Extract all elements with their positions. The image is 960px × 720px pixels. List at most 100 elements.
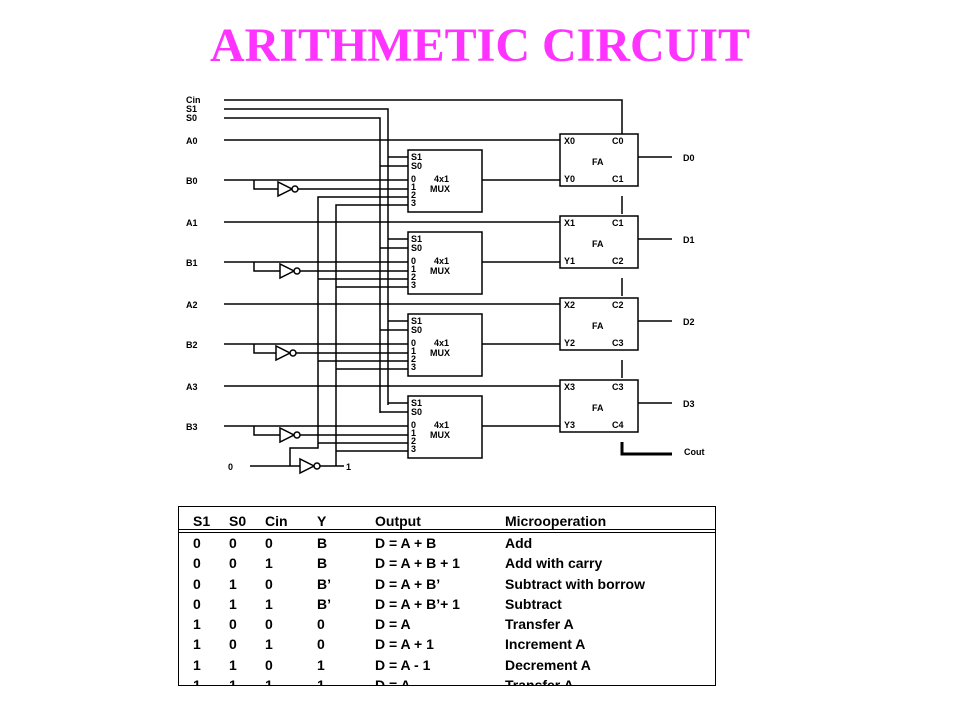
table-cell: 1	[193, 616, 201, 633]
svg-text:C4: C4	[612, 420, 624, 430]
select-taps	[380, 156, 408, 413]
table-cell: D = A	[375, 677, 411, 686]
table-cell: 0	[193, 595, 201, 612]
output-d1: D1	[683, 235, 695, 245]
svg-text:S0: S0	[411, 407, 422, 417]
table-cell: 1	[193, 677, 201, 686]
svg-text:1: 1	[411, 264, 416, 274]
carry-and-output-wires	[620, 156, 672, 456]
fa-block-0: X0 Y0 C0 C1 FA D0	[559, 133, 695, 187]
output-d3: D3	[683, 399, 695, 409]
table-cell: 1	[193, 656, 201, 673]
table-cell: 0	[193, 575, 201, 592]
mux-block-0: S1 S0 0 1 2 3 4x1 MUX	[407, 149, 483, 213]
output-d0: D0	[683, 153, 695, 163]
table-cell: 0	[317, 616, 325, 633]
svg-text:S1: S1	[411, 398, 422, 408]
mux-block-2: S1 S0 0 1 2 3 4x1 MUX	[407, 313, 483, 377]
svg-text:C0: C0	[612, 136, 624, 146]
svg-text:X0: X0	[564, 136, 575, 146]
table-cell: B’	[317, 595, 331, 612]
svg-text:S0: S0	[411, 161, 422, 171]
table-cell: D = A + 1	[375, 636, 434, 653]
control-wires	[224, 99, 623, 413]
svg-text:FA: FA	[592, 403, 604, 413]
label-s0: S0	[186, 113, 197, 123]
label-a0: A0	[186, 136, 198, 146]
header-s1: S1	[193, 513, 211, 529]
svg-text:2: 2	[411, 272, 416, 282]
svg-text:1: 1	[411, 346, 416, 356]
svg-text:4x1: 4x1	[434, 338, 449, 348]
table-cell: Transfer A	[505, 616, 574, 633]
svg-text:1: 1	[411, 182, 416, 192]
output-d2: D2	[683, 317, 695, 327]
svg-text:MUX: MUX	[430, 348, 450, 358]
svg-text:0: 0	[411, 338, 416, 348]
table-cell: 0	[265, 575, 273, 592]
header-output: Output	[375, 513, 421, 529]
table-cell: 1	[229, 677, 237, 686]
header-divider-double	[179, 532, 715, 533]
svg-text:4x1: 4x1	[434, 256, 449, 266]
header-divider	[179, 529, 715, 530]
svg-text:Y3: Y3	[564, 420, 575, 430]
table-cell: B’	[317, 575, 331, 592]
table-cell: D = A	[375, 616, 411, 633]
svg-text:Y2: Y2	[564, 338, 575, 348]
mux-block-3: S1 S0 0 1 2 3 4x1 MUX	[407, 395, 483, 459]
header-microoperation: Microoperation	[505, 513, 607, 529]
label-s1: S1	[186, 104, 197, 114]
table-cell: 1	[317, 677, 325, 686]
svg-text:Y0: Y0	[564, 174, 575, 184]
svg-text:0: 0	[411, 256, 416, 266]
table-cell: D = A + B’+ 1	[375, 595, 460, 612]
svg-text:3: 3	[411, 198, 416, 208]
svg-text:3: 3	[411, 444, 416, 454]
svg-text:MUX: MUX	[430, 430, 450, 440]
label-a1: A1	[186, 218, 198, 228]
svg-text:MUX: MUX	[430, 266, 450, 276]
svg-text:C3: C3	[612, 382, 624, 392]
svg-text:Y1: Y1	[564, 256, 575, 266]
svg-text:MUX: MUX	[430, 184, 450, 194]
fa-block-2: X2 Y2 C2 C3 FA D2	[559, 297, 695, 351]
mux-output-wires	[482, 179, 560, 427]
table-cell: 0	[265, 616, 273, 633]
constant-wires	[250, 196, 408, 475]
table-cell: 1	[265, 636, 273, 653]
mux-block-1: S1 S0 0 1 2 3 4x1 MUX	[407, 231, 483, 295]
svg-text:FA: FA	[592, 157, 604, 167]
table-cell: 0	[229, 616, 237, 633]
table-cell: Subtract with borrow	[505, 575, 645, 592]
svg-text:C2: C2	[612, 256, 624, 266]
svg-text:0: 0	[411, 420, 416, 430]
svg-text:FA: FA	[592, 239, 604, 249]
page-title: ARITHMETIC CIRCUIT	[209, 19, 751, 72]
svg-text:X1: X1	[564, 218, 575, 228]
table-cell: D = A + B	[375, 535, 437, 551]
table-cell: Decrement A	[505, 656, 591, 673]
table-cell: D = A - 1	[375, 656, 431, 673]
label-b3: B3	[186, 422, 198, 432]
label-cin: Cin	[186, 95, 201, 105]
table-cell: 1	[265, 555, 273, 572]
svg-text:3: 3	[411, 362, 416, 372]
table-cell: Subtract	[505, 595, 562, 612]
table-cell: 1	[265, 677, 273, 686]
label-b2: B2	[186, 340, 198, 350]
table-header: S1 S0 Cin Y Output Microoperation	[179, 511, 715, 529]
svg-text:X3: X3	[564, 382, 575, 392]
table-cell: 0	[193, 535, 201, 551]
svg-text:C3: C3	[612, 338, 624, 348]
svg-text:4x1: 4x1	[434, 420, 449, 430]
svg-text:S1: S1	[411, 316, 422, 326]
